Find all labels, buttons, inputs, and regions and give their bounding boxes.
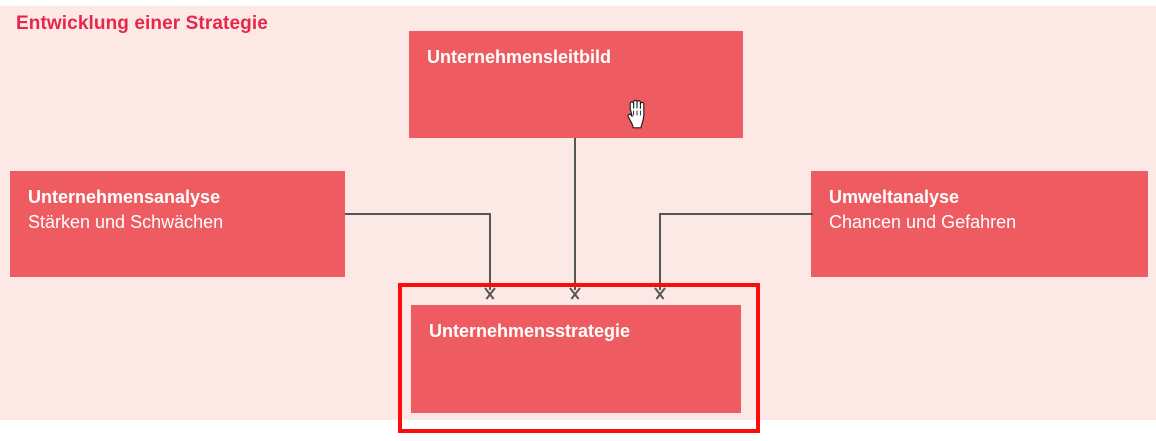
connector-analyse-vertical [489,213,491,290]
connector-leitbild-to-strategie [574,138,576,290]
box-unternehmensstrategie[interactable]: Unternehmensstrategie [411,305,741,413]
box-umweltanalyse[interactable]: Umweltanalyse Chancen und Gefahren [811,171,1148,277]
box-unternehmensstrategie-title: Unternehmensstrategie [429,321,631,341]
connector-analyse-horizontal [345,213,491,215]
box-unternehmensleitbild-title: Unternehmensleitbild [427,47,612,67]
pointer-cursor-icon [626,99,650,129]
selection-highlight-rectangle[interactable] [398,283,760,433]
page-title: Entwicklung einer Strategie [16,13,268,34]
connector-umwelt-vertical [659,213,661,290]
box-umweltanalyse-title: Umweltanalyse [829,187,960,207]
box-unternehmensanalyse-title: Unternehmensanalyse [28,187,221,207]
box-unternehmensleitbild[interactable]: Unternehmensleitbild [409,31,743,138]
box-unternehmensanalyse[interactable]: Unternehmensanalyse Stärken und Schwäche… [10,171,345,277]
connector-umwelt-horizontal [659,213,813,215]
box-unternehmensanalyse-subtitle: Stärken und Schwächen [28,212,224,232]
box-umweltanalyse-subtitle: Chancen und Gefahren [829,212,1017,232]
